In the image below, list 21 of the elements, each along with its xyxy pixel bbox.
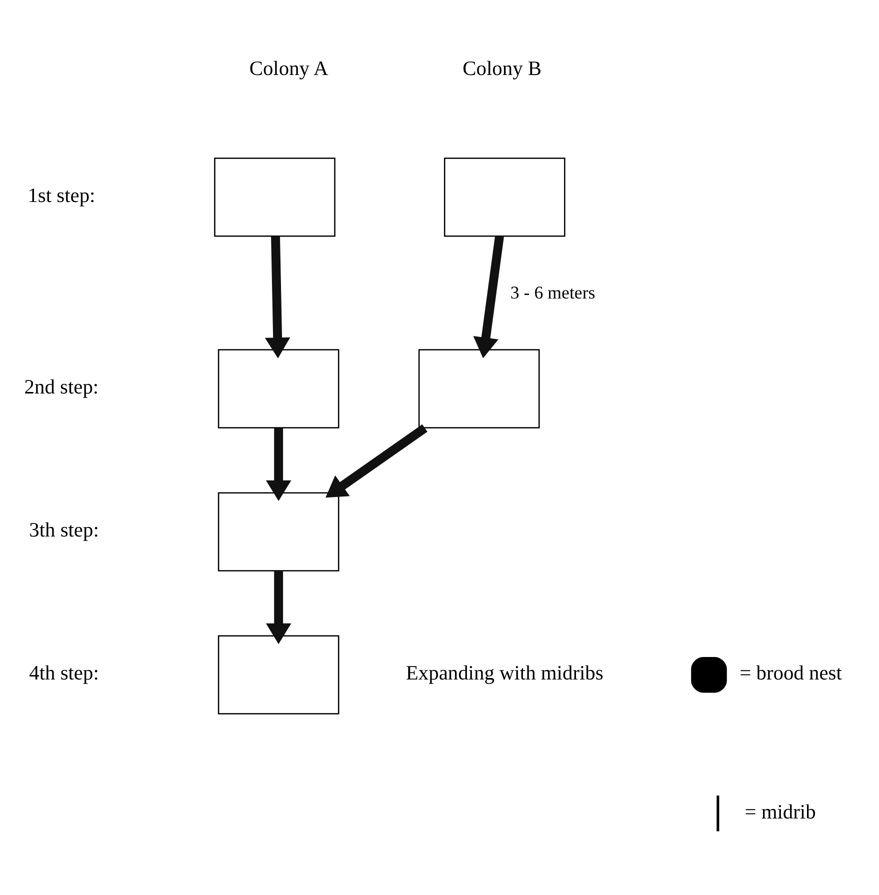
label: 4th step: [29, 662, 99, 685]
node-box [218, 635, 340, 714]
node-box [214, 158, 336, 237]
node-box [444, 158, 566, 237]
legend-label: = brood nest [740, 662, 842, 685]
label: Colony B [462, 58, 542, 80]
label: 3th step: [29, 520, 99, 542]
node-label: Expanding with midribs [406, 662, 604, 685]
legend-label: = midrib [744, 801, 816, 824]
node-box [418, 349, 540, 428]
arrow [266, 428, 292, 502]
arrow [326, 424, 428, 498]
arrow [266, 571, 292, 644]
arrow [264, 236, 290, 358]
arrow [473, 236, 504, 358]
node-box [218, 349, 340, 428]
label: Colony A [249, 58, 328, 80]
label: 1st step: [28, 185, 96, 208]
edge-label: 3 - 6 meters [510, 282, 596, 302]
label: 2nd step: [24, 376, 99, 399]
node-box [218, 492, 340, 572]
